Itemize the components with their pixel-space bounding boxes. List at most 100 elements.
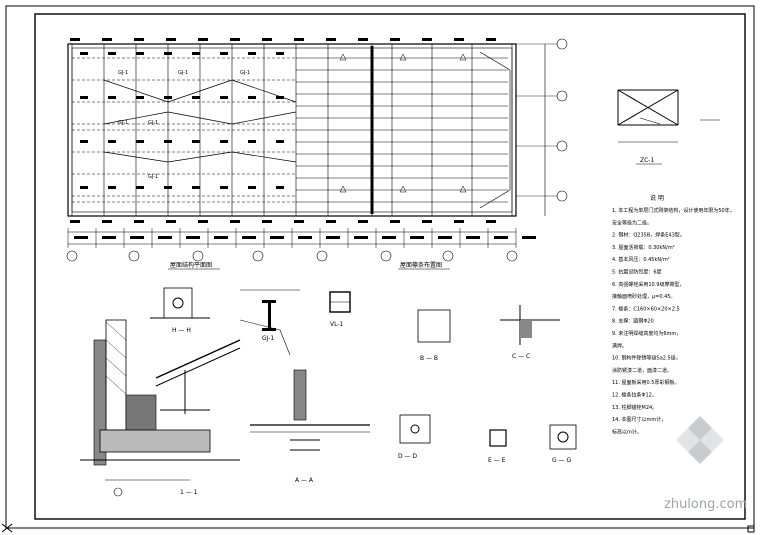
label-glyph xyxy=(134,220,144,223)
label-glyph xyxy=(136,140,144,143)
note-line: 6. 高强螺栓采用10.9级摩擦型， xyxy=(612,281,685,288)
general-notes: 说 明 1. 本工程为单层门式刚架结构，设计使用年限为50年， 安全等级为二级。… xyxy=(612,194,735,435)
label-glyph xyxy=(80,96,88,99)
label-glyph xyxy=(422,38,432,41)
label-glyph xyxy=(166,220,176,223)
grid-bubble xyxy=(128,250,140,262)
dim-value xyxy=(326,236,340,239)
dim-value xyxy=(102,236,116,239)
skylight-mark xyxy=(399,53,407,61)
note-line: 满焊。 xyxy=(612,342,627,349)
label-glyph xyxy=(248,52,256,55)
dim-value xyxy=(494,236,508,239)
grid-bubble xyxy=(506,250,518,262)
label-glyph xyxy=(164,96,172,99)
detail-gj1: GJ-1 xyxy=(240,289,300,342)
label-glyph xyxy=(294,220,304,223)
label-glyph xyxy=(230,38,240,41)
grid-bubble xyxy=(66,250,78,262)
label-glyph xyxy=(326,38,336,41)
brace-line xyxy=(231,79,297,103)
label-glyph xyxy=(390,220,400,223)
section-title: H — H xyxy=(172,327,191,334)
truss-label: ZC-1 xyxy=(640,157,654,164)
note-line: 13. 柱脚锚栓M24。 xyxy=(612,404,657,411)
section-title: 1 — 1 xyxy=(180,489,198,496)
section-1-1: 1 — 1 xyxy=(80,319,291,497)
note-line: 接触面喷砂处理，μ=0.45。 xyxy=(612,293,676,300)
skylight-mark xyxy=(459,185,467,193)
dim-value xyxy=(522,236,536,239)
label-glyph xyxy=(134,38,144,41)
note-line: 2. 钢材：Q235B，焊条E43型。 xyxy=(612,232,685,239)
truss-detail: ZC-1 xyxy=(617,89,720,165)
label-glyph xyxy=(486,220,496,223)
dim-value xyxy=(354,236,368,239)
section-title: E — E xyxy=(488,457,506,464)
detail-d: D — D xyxy=(398,414,431,460)
dim-value xyxy=(186,236,200,239)
grid-bubble xyxy=(556,90,568,102)
note-line: 安全等级为二级。 xyxy=(612,219,652,226)
label-glyph xyxy=(358,220,368,223)
label-glyph xyxy=(390,38,400,41)
label-glyph xyxy=(164,186,172,189)
skylight-mark xyxy=(339,185,347,193)
note-line: 9. 未注明焊缝高度均为6mm， xyxy=(612,330,681,337)
section-a-a: A — A xyxy=(250,369,370,484)
detail-b: B — B xyxy=(417,309,451,362)
note-line: 12. 檩条拉条Φ12。 xyxy=(612,392,657,399)
detail-vl1: VL-1 xyxy=(329,291,351,328)
label-glyph xyxy=(276,52,284,55)
section-title: C — C xyxy=(512,353,530,360)
dim-value xyxy=(382,236,396,239)
skylight-mark xyxy=(339,53,347,61)
label-glyph xyxy=(166,38,176,41)
label-glyph xyxy=(248,96,256,99)
dim-value xyxy=(466,236,480,239)
grid-bubble xyxy=(252,250,264,262)
grid-bubble xyxy=(380,250,392,262)
note-line: 14. 本图尺寸以mm计， xyxy=(612,416,666,423)
note-line: 4. 基本风压：0.45kN/m² xyxy=(612,256,670,263)
brace-line xyxy=(231,151,297,163)
note-line: 标高以m计。 xyxy=(612,428,642,435)
label-glyph xyxy=(70,38,80,41)
label-glyph xyxy=(80,52,88,55)
label-glyph xyxy=(220,96,228,99)
label-glyph xyxy=(192,96,200,99)
note-line: 10. 钢构件除锈等级Sa2.5级， xyxy=(612,355,681,362)
bay-label: GJ-1 xyxy=(178,70,188,76)
label-glyph xyxy=(136,96,144,99)
label-glyph xyxy=(108,140,116,143)
label-glyph xyxy=(108,96,116,99)
label-glyph xyxy=(70,220,80,223)
note-line: 涂防锈漆二道，面漆二道。 xyxy=(612,367,672,374)
section-title: B — B xyxy=(420,355,438,362)
bay-label: GJ-1 xyxy=(240,70,250,76)
grid-bubble xyxy=(556,140,568,152)
label-glyph xyxy=(80,186,88,189)
note-line: 7. 檩条：C160×60×20×2.5 xyxy=(612,305,680,312)
detail-c: C — C xyxy=(500,305,560,360)
label-glyph xyxy=(192,140,200,143)
detail-g: G — G xyxy=(549,424,577,464)
dim-value xyxy=(298,236,312,239)
grid-bubble xyxy=(556,38,568,50)
label-glyph xyxy=(108,186,116,189)
skylight-mark xyxy=(399,185,407,193)
brace-line xyxy=(103,111,169,125)
dim-value xyxy=(130,236,144,239)
label-glyph xyxy=(192,186,200,189)
label-glyph xyxy=(294,38,304,41)
skylight-mark xyxy=(459,53,467,61)
dim-value xyxy=(410,236,424,239)
grid-bubble xyxy=(192,250,204,262)
bay-label: GJ-1 xyxy=(118,70,128,76)
label-glyph xyxy=(198,38,208,41)
roof-plan: GJ-1 GJ-1 GJ-1 GJ-1 GJ-1 GJ-1 屋面结构平面图 屋面… xyxy=(66,38,568,270)
label-glyph xyxy=(262,220,272,223)
grid-bubble xyxy=(556,190,568,202)
bay-label: GJ-1 xyxy=(118,120,128,126)
